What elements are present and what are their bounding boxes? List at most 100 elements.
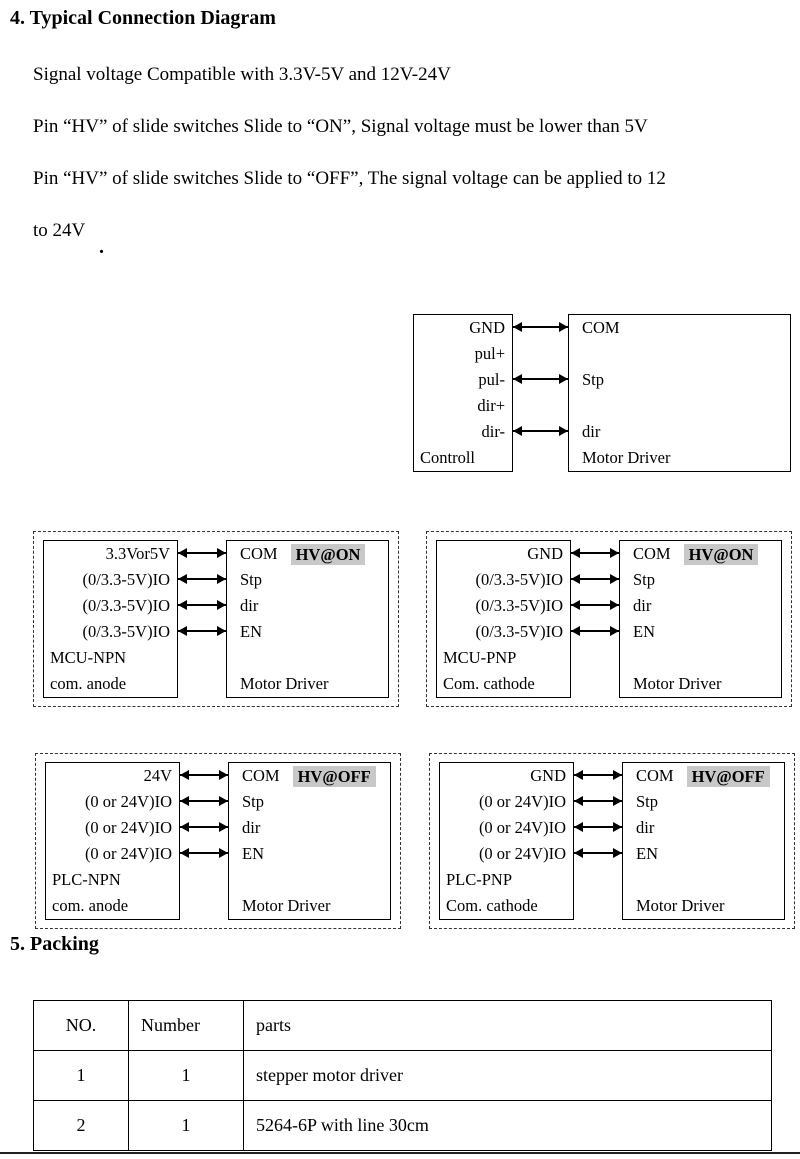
pin-label: COM bbox=[582, 318, 620, 337]
paragraph-signal-voltage: Signal voltage Compatible with 3.3V-5V a… bbox=[33, 64, 451, 85]
hv-badge: HV@ON bbox=[290, 543, 366, 565]
stray-period: . bbox=[99, 236, 104, 258]
double-arrow bbox=[180, 796, 228, 806]
double-arrow bbox=[571, 626, 619, 636]
pin-label: EN bbox=[633, 622, 655, 641]
pin-label: (0/3.3-5V)IO bbox=[475, 596, 563, 615]
pin-label: dir+ bbox=[477, 396, 505, 415]
device-caption: PLC-NPN bbox=[52, 870, 121, 889]
source-box: GND (0/3.3-5V)IO (0/3.3-5V)IO (0/3.3-5V)… bbox=[436, 540, 571, 698]
pin-label: COM bbox=[242, 766, 280, 785]
source-box: 3.3Vor5V (0/3.3-5V)IO (0/3.3-5V)IO (0/3.… bbox=[43, 540, 178, 698]
wires bbox=[574, 762, 622, 920]
double-arrow bbox=[180, 848, 228, 858]
double-arrow bbox=[571, 574, 619, 584]
pin-label: EN bbox=[240, 622, 262, 641]
cell-parts: 5264-6P with line 30cm bbox=[243, 1100, 772, 1151]
double-arrow bbox=[178, 548, 226, 558]
cell-number: 1 bbox=[128, 1050, 244, 1101]
pin-label: pul- bbox=[478, 370, 505, 389]
double-arrow bbox=[178, 574, 226, 584]
pin-label: GND bbox=[527, 544, 563, 563]
motor-driver-box: COM Stp dir Motor Driver bbox=[568, 314, 791, 472]
pin-label: (0/3.3-5V)IO bbox=[82, 622, 170, 641]
double-arrow bbox=[178, 600, 226, 610]
packing-row-1: 1 1 stepper motor driver bbox=[33, 1050, 772, 1101]
driver-box: COM HV@OFF Stp dir EN Motor Driver bbox=[228, 762, 391, 920]
pin-label: (0 or 24V)IO bbox=[84, 844, 172, 863]
header-number: Number bbox=[128, 1000, 244, 1051]
device-caption: com. anode bbox=[52, 896, 129, 915]
hv-badge: HV@OFF bbox=[292, 765, 376, 787]
pin-label: EN bbox=[242, 844, 264, 863]
pin-label: dir bbox=[636, 818, 655, 837]
header-parts: parts bbox=[243, 1000, 772, 1051]
cell-no: 1 bbox=[33, 1050, 129, 1101]
wires bbox=[178, 540, 226, 698]
source-box: GND (0 or 24V)IO (0 or 24V)IO (0 or 24V)… bbox=[439, 762, 574, 920]
device-caption: Motor Driver bbox=[242, 896, 331, 915]
driver-box: COM HV@ON Stp dir EN Motor Driver bbox=[226, 540, 389, 698]
device-caption: com. anode bbox=[50, 674, 127, 693]
section-5-heading: 5. Packing bbox=[10, 933, 99, 955]
pin-label: (0/3.3-5V)IO bbox=[475, 570, 563, 589]
com-pin-row: COM HV@ON bbox=[620, 541, 781, 567]
double-arrow bbox=[513, 322, 568, 332]
driver-box: COM HV@ON Stp dir EN Motor Driver bbox=[619, 540, 782, 698]
double-arrow bbox=[574, 822, 622, 832]
pin-label: COM bbox=[633, 544, 671, 563]
device-caption: Motor Driver bbox=[636, 896, 725, 915]
wires bbox=[180, 762, 228, 920]
cell-number: 1 bbox=[128, 1100, 244, 1151]
pin-label: Stp bbox=[582, 370, 605, 389]
device-caption: Com. cathode bbox=[446, 896, 538, 915]
paragraph-hv-off-line2: to 24V bbox=[33, 220, 86, 241]
double-arrow bbox=[574, 848, 622, 858]
controller-box: GND pul+ pul- dir+ dir- Controll bbox=[413, 314, 513, 472]
device-caption: Controll bbox=[420, 448, 476, 467]
pin-label: dir bbox=[242, 818, 261, 837]
device-caption: MCU-NPN bbox=[50, 648, 127, 667]
pin-label: Stp bbox=[242, 792, 265, 811]
diagram-mcu-npn: 3.3Vor5V (0/3.3-5V)IO (0/3.3-5V)IO (0/3.… bbox=[33, 531, 399, 707]
hv-badge: HV@OFF bbox=[686, 765, 770, 787]
pin-label: dir bbox=[240, 596, 259, 615]
pin-label: (0 or 24V)IO bbox=[478, 844, 566, 863]
device-caption: Motor Driver bbox=[633, 674, 722, 693]
pin-label: (0 or 24V)IO bbox=[84, 818, 172, 837]
driver-box: COM HV@OFF Stp dir EN Motor Driver bbox=[622, 762, 785, 920]
pin-label: (0/3.3-5V)IO bbox=[475, 622, 563, 641]
pin-label: COM bbox=[636, 766, 674, 785]
pin-label: (0 or 24V)IO bbox=[478, 818, 566, 837]
device-caption: Motor Driver bbox=[582, 448, 671, 467]
pin-label: GND bbox=[530, 766, 566, 785]
double-arrow bbox=[513, 426, 568, 436]
double-arrow bbox=[574, 796, 622, 806]
device-caption: Motor Driver bbox=[240, 674, 329, 693]
pin-label: COM bbox=[240, 544, 278, 563]
double-arrow bbox=[178, 626, 226, 636]
wires bbox=[513, 314, 568, 472]
source-box: 24V (0 or 24V)IO (0 or 24V)IO (0 or 24V)… bbox=[45, 762, 180, 920]
packing-row-2: 2 1 5264-6P with line 30cm bbox=[33, 1100, 772, 1151]
diagram-plc-pnp: GND (0 or 24V)IO (0 or 24V)IO (0 or 24V)… bbox=[429, 753, 795, 929]
double-arrow bbox=[571, 600, 619, 610]
device-caption: Com. cathode bbox=[443, 674, 535, 693]
double-arrow bbox=[571, 548, 619, 558]
pin-label: GND bbox=[469, 318, 505, 337]
hv-badge: HV@ON bbox=[683, 543, 759, 565]
double-arrow bbox=[574, 770, 622, 780]
pin-label: dir- bbox=[481, 422, 506, 441]
com-pin-row: COM HV@OFF bbox=[229, 763, 390, 789]
cell-no: 2 bbox=[33, 1100, 129, 1151]
com-pin-row: COM HV@ON bbox=[227, 541, 388, 567]
pin-label: EN bbox=[636, 844, 658, 863]
pin-label: Stp bbox=[633, 570, 656, 589]
controller-motor-driver-diagram: GND pul+ pul- dir+ dir- Controll COM Stp… bbox=[413, 314, 791, 472]
pin-label: (0/3.3-5V)IO bbox=[82, 596, 170, 615]
pin-label: Stp bbox=[240, 570, 263, 589]
header-no: NO. bbox=[33, 1000, 129, 1051]
pin-label: (0 or 24V)IO bbox=[84, 792, 172, 811]
pin-label: 3.3Vor5V bbox=[105, 544, 170, 563]
